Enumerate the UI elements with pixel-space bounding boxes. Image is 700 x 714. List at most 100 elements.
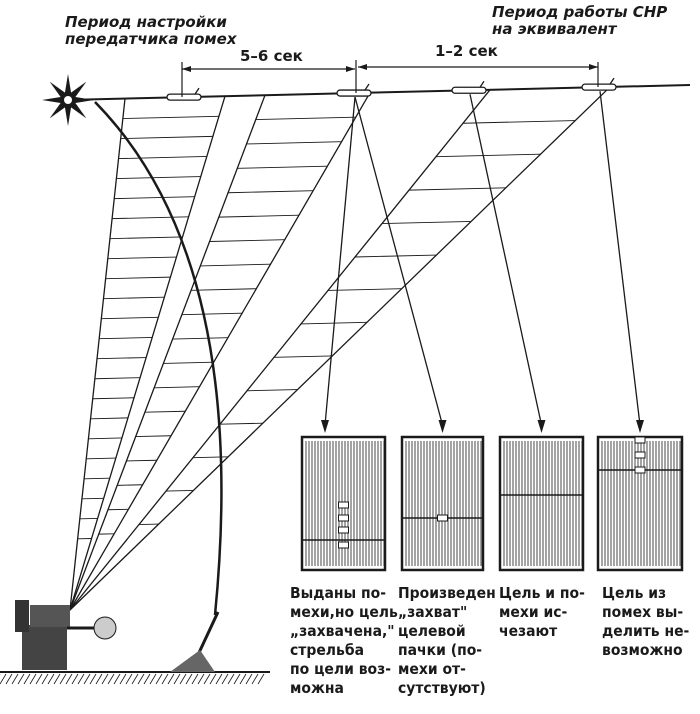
ground-hatch: [59, 673, 67, 685]
beam-hatch: [381, 220, 472, 225]
beam-hatch: [435, 153, 541, 158]
caption-screen-2: Произведен „захват" целевой пачки (по- м…: [398, 584, 496, 697]
ground-hatch: [65, 673, 73, 685]
radar-station-cabin: [22, 625, 67, 670]
arrowhead: [438, 420, 447, 433]
arrowhead: [321, 420, 329, 433]
beam-hatch: [99, 336, 153, 340]
target-blip: [437, 514, 448, 522]
aircraft-icon: [451, 86, 487, 94]
radar-dish: [93, 616, 117, 640]
beam-hatch: [97, 357, 147, 360]
ground-hatch: [155, 673, 163, 685]
ground-hatch: [0, 673, 7, 685]
radar-screen: [498, 435, 585, 572]
pointer-arrow: [354, 96, 444, 426]
ground-hatch: [161, 673, 169, 685]
beam-hatch: [107, 256, 177, 260]
jammer-setup-label: Период настройки передатчика помех: [65, 13, 237, 48]
beam-hatch: [120, 135, 213, 140]
ground-hatch: [11, 673, 19, 685]
beam-hatch: [122, 115, 219, 120]
ground-hatch: [5, 673, 13, 685]
ground-hatch: [95, 673, 103, 685]
target-blip: [338, 514, 349, 522]
beam-hatch: [218, 214, 299, 218]
beam-hatch: [94, 377, 141, 380]
beam-hatch: [114, 196, 195, 200]
ground-hatch: [209, 673, 217, 685]
beam-hatch: [237, 165, 328, 169]
pointer-arrow: [469, 94, 543, 426]
beam-hatch: [408, 187, 506, 191]
radar-screen: [400, 435, 485, 572]
ground-hatch: [101, 673, 109, 685]
beam-hatch: [172, 337, 228, 340]
ground-hatch: [53, 673, 61, 685]
ground-hatch: [23, 673, 31, 685]
beam-hatch: [200, 263, 271, 267]
beam-hatch: [84, 477, 110, 480]
beam-hatch: [462, 120, 576, 124]
explosion-center: [64, 96, 72, 104]
beam-hatch: [101, 316, 159, 320]
beam-edge: [69, 95, 226, 611]
beam-hatch: [90, 417, 128, 420]
target-blip: [338, 501, 349, 509]
beam-hatch: [228, 190, 314, 194]
target-blip: [634, 451, 646, 459]
pointer-arrow: [324, 96, 356, 426]
ground-hatch: [221, 673, 229, 685]
beam-hatch: [109, 236, 183, 240]
interval-1-2-label: 1–2 сек: [435, 42, 498, 60]
interval-5-6-label: 5–6 сек: [240, 47, 303, 65]
ground-hatch: [197, 673, 205, 685]
beam-hatch: [246, 141, 342, 145]
ground-hatch: [149, 673, 157, 685]
beam-hatch: [191, 288, 257, 291]
beam-hatch: [112, 216, 189, 220]
launcher-icon: [170, 650, 215, 672]
ground-hatch: [203, 673, 211, 685]
ground-hatch: [41, 673, 49, 685]
beam-hatch: [126, 459, 157, 462]
beam-hatch: [154, 386, 200, 389]
ground-hatch: [239, 673, 247, 685]
beam-hatch: [255, 116, 356, 121]
ground-hatch: [83, 673, 91, 685]
pointer-arrow: [599, 91, 641, 426]
ground-hatch: [257, 673, 265, 685]
ground-hatch: [125, 673, 133, 685]
ground-hatch: [89, 673, 97, 685]
ground-hatch: [131, 673, 139, 685]
ground-hatch: [17, 673, 25, 685]
beam-edge: [69, 92, 371, 611]
missile-trajectory: [94, 101, 223, 616]
snr-equivalent-label: Период работы СНР на эквивалент: [492, 3, 668, 38]
aircraft-tail: [609, 77, 615, 85]
ground-hatch: [191, 673, 199, 685]
beam-hatch: [354, 254, 437, 258]
ground-hatch: [35, 673, 43, 685]
ground-hatch: [167, 673, 175, 685]
beam-edge: [69, 89, 491, 611]
beam-hatch: [86, 457, 116, 460]
radar-antenna-mount: [30, 605, 70, 627]
beam-hatch: [116, 176, 201, 180]
beam-hatch: [88, 437, 122, 440]
beam-hatch: [163, 361, 214, 364]
ground-hatch: [47, 673, 55, 685]
caption-screen-3: Цель и по- мехи ис- чезают: [499, 584, 585, 640]
ground-hatch: [245, 673, 253, 685]
beam-hatch: [144, 410, 186, 413]
target-blip: [338, 526, 349, 534]
aircraft-tail: [479, 80, 485, 88]
beam-hatch: [273, 355, 333, 358]
beam-hatch: [118, 156, 207, 160]
arrowhead: [589, 64, 598, 70]
beam-hatch: [327, 288, 402, 291]
radar-antenna: [15, 600, 29, 632]
beam-hatch: [246, 389, 298, 392]
ground-hatch: [185, 673, 193, 685]
